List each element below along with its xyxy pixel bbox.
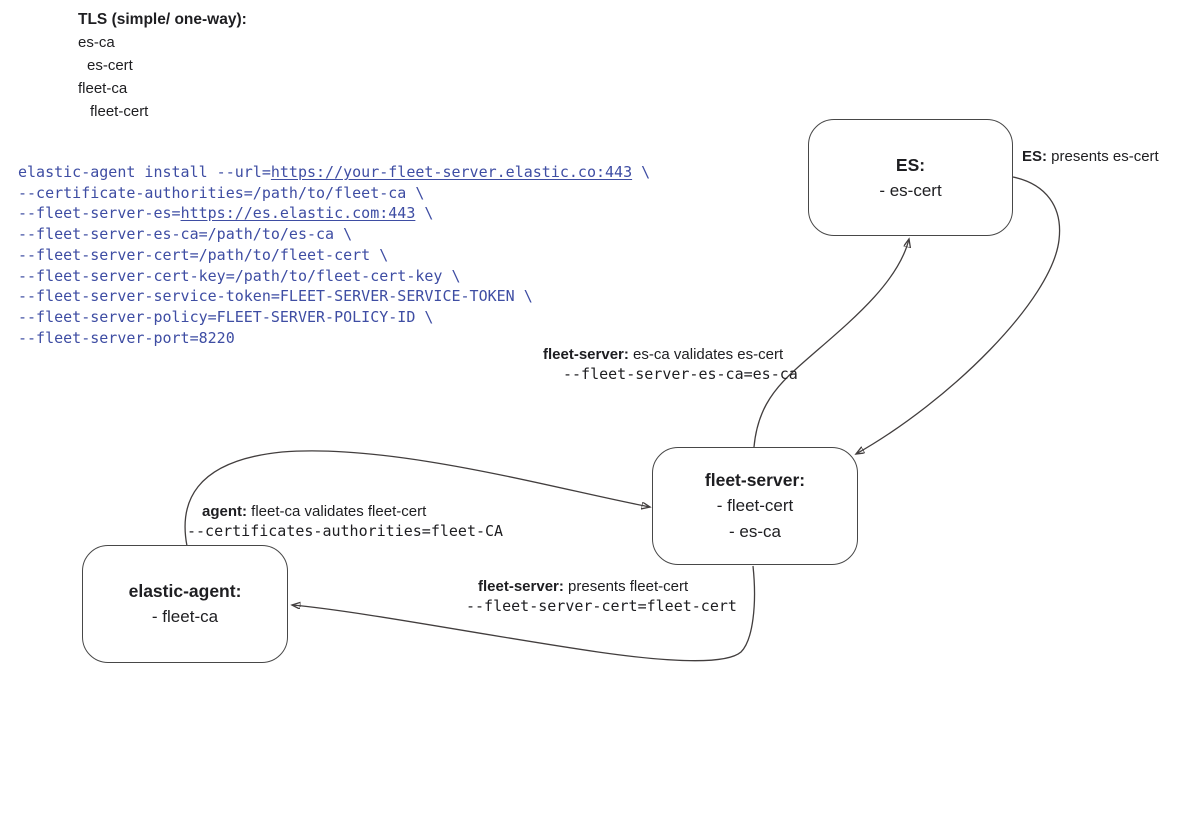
code-link[interactable]: https://es.elastic.com:443 <box>180 204 416 223</box>
edge-label-bold: fleet-server: <box>478 578 564 595</box>
edge-label-agent-validates: agent: fleet-ca validates fleet-cert --c… <box>187 502 503 541</box>
code-line: --fleet-server-service-token=FLEET-SERVE… <box>18 287 533 306</box>
tls-legend: TLS (simple/ one-way): es-ca es-cert fle… <box>78 8 247 123</box>
edge-label-text: es-ca validates es-cert <box>628 346 784 363</box>
legend-item: fleet-ca <box>78 80 128 97</box>
legend-item: es-cert <box>87 57 133 74</box>
node-line: - fleet-cert <box>716 496 794 515</box>
node-line: - fleet-ca <box>151 607 219 626</box>
edge-label-es-presents: ES: presents es-cert <box>1022 147 1159 166</box>
edge-label-flag: --fleet-server-es-ca=es-ca <box>563 365 798 383</box>
code-line: --certificate-authorities=/path/to/fleet… <box>18 183 425 202</box>
edge-label-text: presents fleet-cert <box>563 578 689 595</box>
install-command: elastic-agent install --url=https://your… <box>18 162 650 348</box>
edge-label-text: fleet-ca validates fleet-cert <box>247 503 427 520</box>
node-es[interactable]: ES: - es-cert <box>808 119 1013 236</box>
legend-item: es-ca <box>78 34 115 51</box>
code-line: --fleet-server-port=8220 <box>18 328 235 347</box>
edge-label-fleet-presents: fleet-server: presents fleet-cert --flee… <box>466 577 737 616</box>
edge-label-fleet-validates: fleet-server: es-ca validates es-cert --… <box>543 345 798 384</box>
legend-item: fleet-cert <box>90 103 149 120</box>
node-title: elastic-agent: <box>128 581 242 601</box>
node-line: - es-ca <box>729 522 781 541</box>
edge-label-text: presents es-cert <box>1047 148 1159 165</box>
code-link[interactable]: https://your-fleet-server.elastic.co:443 <box>270 163 633 181</box>
legend-title: TLS (simple/ one-way): <box>78 11 247 28</box>
edge-label-bold: agent: <box>202 503 247 520</box>
arrow-fleet-server-to-es <box>753 239 909 448</box>
edge-label-flag: --certificates-authorities=fleet-CA <box>187 522 504 540</box>
code-line: --fleet-server-policy=FLEET-SERVER-POLIC… <box>18 307 434 326</box>
node-title: ES: <box>895 154 926 175</box>
code-line: --fleet-server-cert-key=/path/to/fleet-c… <box>18 266 461 285</box>
edge-label-bold: ES: <box>1022 148 1048 165</box>
node-fleet-server[interactable]: fleet-server: - fleet-cert - es-ca <box>652 447 858 565</box>
code-line: elastic-agent install --url=https://your… <box>18 163 651 181</box>
edge-label-flag: --fleet-server-cert=fleet-cert <box>466 597 737 615</box>
node-title: fleet-server: <box>704 470 806 490</box>
node-line: - es-cert <box>879 180 942 200</box>
edge-label-bold: fleet-server: <box>543 346 629 363</box>
code-line: --fleet-server-es=https://es.elastic.com… <box>18 204 434 223</box>
code-line: --fleet-server-es-ca=/path/to/es-ca \ <box>18 225 353 244</box>
node-elastic-agent[interactable]: elastic-agent: - fleet-ca <box>82 545 288 663</box>
code-line: --fleet-server-cert=/path/to/fleet-cert … <box>18 245 389 264</box>
